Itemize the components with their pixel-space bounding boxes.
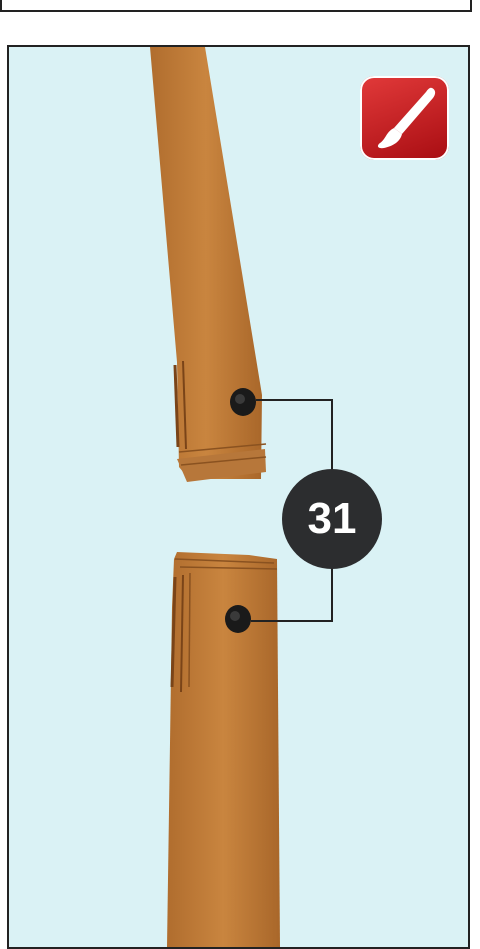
lower-leg-piece <box>167 552 280 947</box>
paintbrush-icon <box>360 76 449 160</box>
instruction-panel: 31 <box>7 45 470 949</box>
upper-leader-line <box>256 400 332 477</box>
upper-bolt-hole <box>230 388 256 416</box>
step-number: 31 <box>308 494 357 544</box>
lower-bolt-hole <box>225 605 251 633</box>
previous-step-panel <box>0 0 472 12</box>
step-number-badge: 31 <box>282 469 382 569</box>
upper-leg-piece <box>150 47 266 482</box>
assembly-illustration <box>9 47 468 947</box>
paint-badge <box>360 76 449 160</box>
